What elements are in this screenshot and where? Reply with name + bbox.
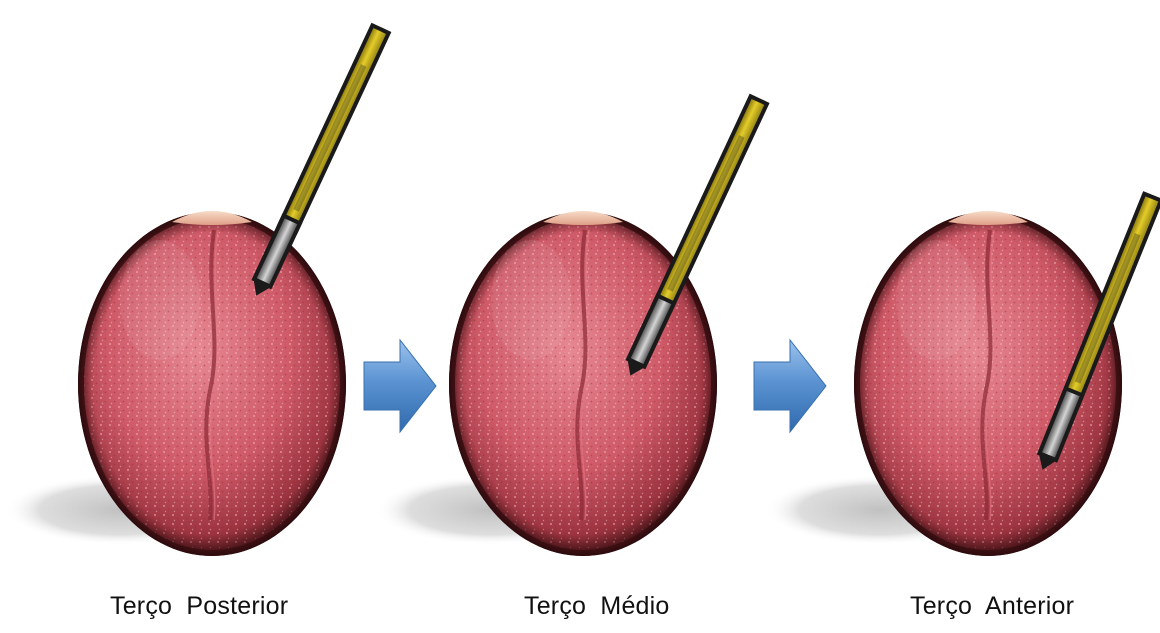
caption-posterior: Terço Posterior — [110, 592, 288, 621]
stage-anterior — [765, 193, 1160, 556]
caption-middle: Terço Médio — [524, 592, 670, 621]
stage-middle — [375, 95, 769, 556]
test-probe-icon — [246, 25, 390, 301]
arrow-right-icon — [754, 340, 826, 432]
caption-anterior: Terço Anterior — [910, 592, 1074, 621]
stage-posterior — [5, 25, 391, 556]
arrow-right-icon — [364, 340, 436, 432]
tongue-icon — [78, 211, 346, 556]
